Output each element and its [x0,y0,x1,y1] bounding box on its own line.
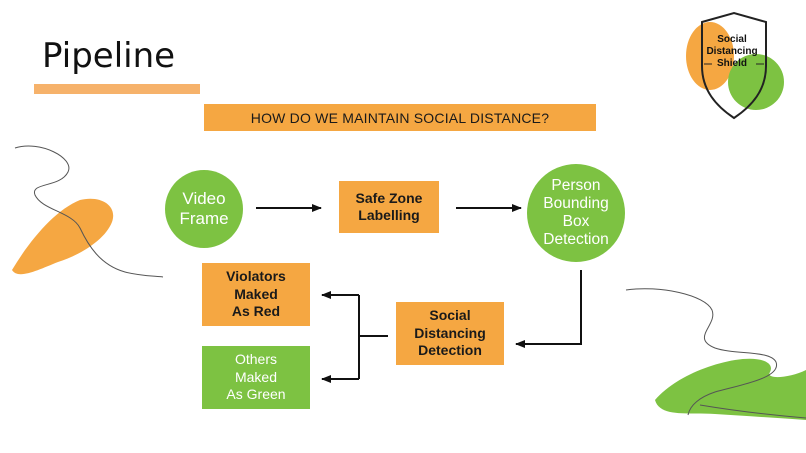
node-social-distancing-detection: Social Distancing Detection [396,302,504,365]
page-title: Pipeline [42,36,176,76]
logo-line-2: Distancing [706,46,758,57]
node-person-bounding-box-detection: Person Bounding Box Detection [527,164,625,262]
squiggle-right-tail [699,404,806,419]
node-violators-marked-red: Violators Maked As Red [202,263,310,326]
orange-blob-left [12,198,114,275]
logo-text: Social Distancing Shield [686,34,778,70]
squiggle-right [625,288,777,416]
logo-line-1: Social [717,34,747,45]
question-banner: HOW DO WE MAINTAIN SOCIAL DISTANCE? [204,104,596,131]
title-underline [34,84,200,94]
node-others-marked-green: Others Maked As Green [202,346,310,409]
shield-logo-icon [686,11,784,120]
arrow-person-to-social [515,270,582,348]
node-video-frame: Video Frame [165,170,243,248]
squiggle-left [14,145,164,278]
node-safe-zone-labelling: Safe Zone Labelling [339,181,439,233]
logo-line-3: Shield [716,58,747,69]
